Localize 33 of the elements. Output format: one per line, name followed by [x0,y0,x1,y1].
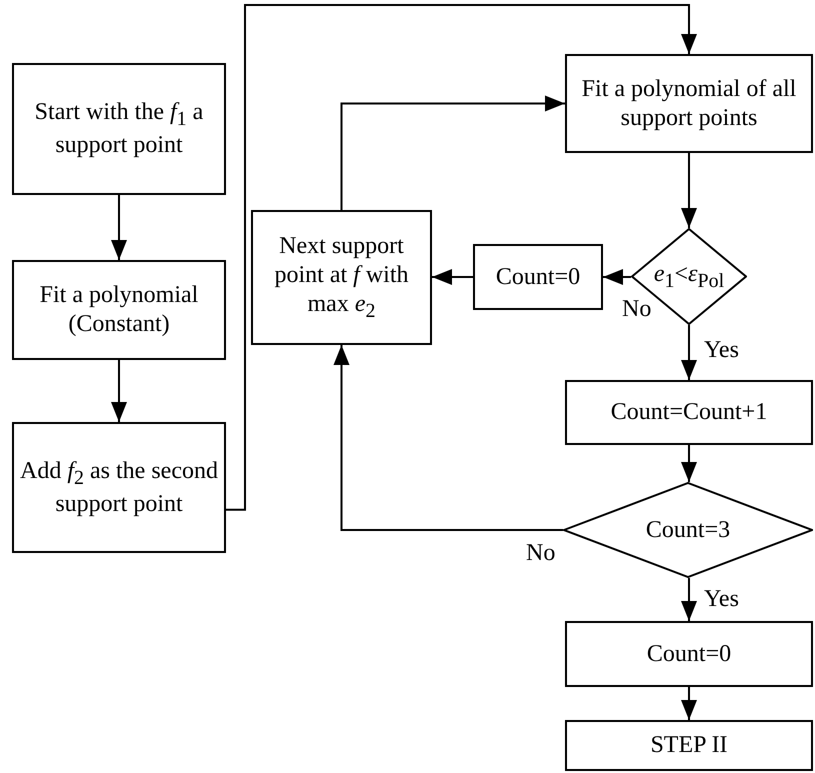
arrow [111,360,127,422]
arrow [226,4,697,511]
arrow [432,269,473,285]
arrow [603,269,631,285]
process-box [12,422,226,553]
step-text: Count=0 [496,262,580,292]
step-text: Next support point at f with max e$_{2}$ [274,232,410,323]
process-box [565,380,813,445]
arrow [681,578,697,621]
process-box [473,244,603,310]
arrow [111,195,127,260]
arrow [334,345,563,531]
step-text: Fit a polynomial of all support points [580,74,798,132]
decision-diamond [563,482,813,578]
arrow [681,445,697,482]
step-text: e$_{1}$<ε$_{Pol}$ [654,260,724,293]
process-box [565,621,813,687]
arrow [340,96,565,210]
step-text: STEP II [650,731,728,760]
step-text: Start with the f$_{1}$ a support point [34,98,204,160]
arrow [681,153,697,228]
process-box [565,720,813,771]
arrow [681,325,697,380]
arrow [681,687,697,720]
step-text: Count=Count+1 [610,398,768,427]
process-box [12,63,226,195]
step-text: Count=0 [646,640,732,668]
process-box [251,210,432,345]
process-box [12,260,226,360]
step-text: Add f$_{2}$ as the second support point [20,456,218,518]
step-text: Fit a polynomial (Constant) [38,281,200,339]
process-box [565,54,813,153]
step-text: Count=3 [646,516,730,544]
